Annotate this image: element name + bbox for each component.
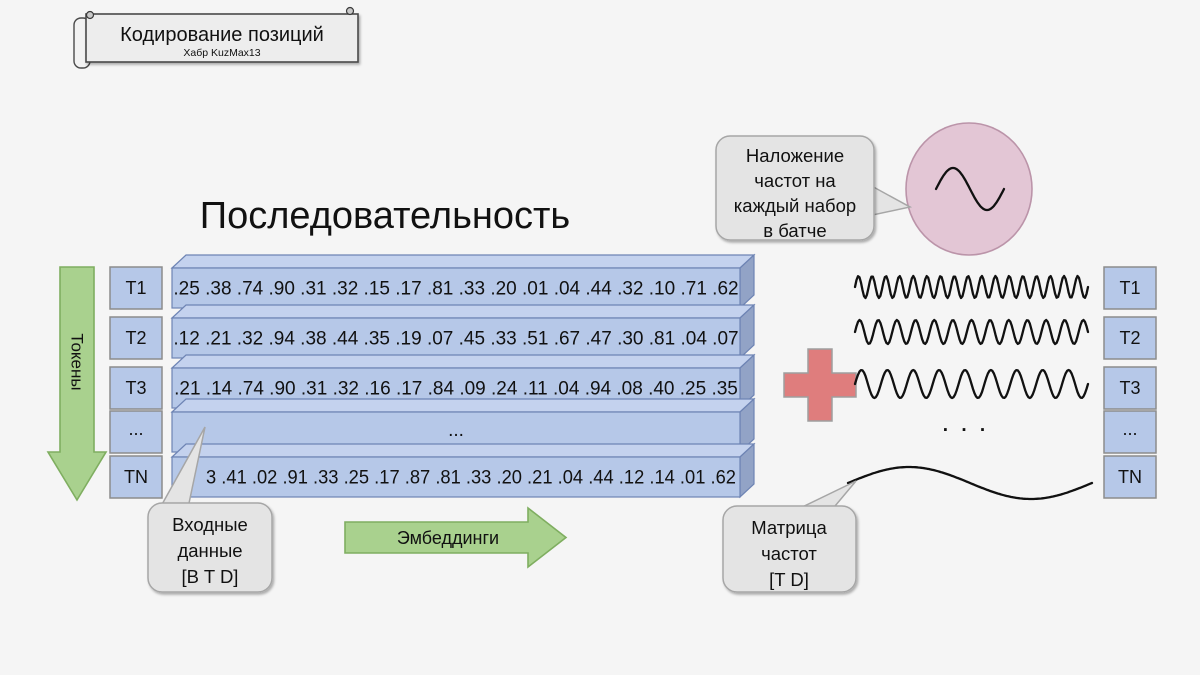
token-labels-right: T1 T2 T3 ... TN [1103,266,1157,499]
overlay-callout-line: в батче [763,220,826,241]
banner-plate [85,13,359,63]
banner-subtitle: Хабр KuzMax13 [183,47,260,59]
token-box-t2 [1103,316,1157,360]
input-callout-line: [B T D] [182,566,239,587]
section-heading: Последовательность [200,195,570,237]
banner-pin-left-icon [85,10,95,20]
row-front-face [171,317,741,359]
token-labels-left: T1 T2 T3 ... TN [109,266,163,499]
token-box-label: ... [128,419,143,439]
input-callout: Входные данные [B T D] [147,502,273,593]
wave-t1 [853,274,1090,300]
token-box-label: T3 [125,378,146,398]
row-values-t3: .21 .14 .74 .90 .31 .32 .16 .17 .84 .09 … [174,379,738,400]
row-values-tn: 3 .41 .02 .91 .33 .25 .17 .87 .81 .33 .2… [206,468,736,489]
matrix-row-t2: .12 .21 .32 .94 .38 .44 .35 .19 .07 .45 … [170,303,756,360]
row-top-face [170,254,756,269]
waves-ellipsis: . . . [943,415,989,436]
row-values-t1: .25 .38 .74 .90 .31 .32 .15 .17 .81 .33 … [173,279,738,300]
freq-callout-line: Матрица [751,517,827,538]
row-top-face [170,398,756,413]
freq-callout-line: [T D] [769,569,809,590]
token-box-t1 [109,266,163,310]
token-box-label: T1 [1119,278,1140,298]
token-box-label: T1 [125,278,146,298]
token-box-t3 [1103,366,1157,410]
token-box-t3 [109,366,163,410]
row-values-ellipsis: ... [448,420,464,441]
matrix-row-tn: 3 .41 .02 .91 .33 .25 .17 .87 .81 .33 .2… [170,442,756,499]
token-box-label: T2 [125,328,146,348]
token-box-label: ... [1122,419,1137,439]
row-values-t2: .12 .21 .32 .94 .38 .44 .35 .19 .07 .45 … [173,329,738,350]
banner-pin-right-icon [345,6,355,16]
token-box-label: T3 [1119,378,1140,398]
frequency-circle [905,122,1033,256]
wave-t3 [853,368,1090,400]
row-top-face [170,443,756,458]
input-callout-line: Входные [172,514,248,535]
embedding-matrix: .25 .38 .74 .90 .31 .32 .15 .17 .81 .33 … [170,253,756,499]
banner-title: Кодирование позиций [120,24,324,46]
right-arrow-icon [344,506,568,569]
row-front-face [171,456,741,498]
matrix-row-t1: .25 .38 .74 .90 .31 .32 .15 .17 .81 .33 … [170,253,756,310]
overlay-callout-line: каждый набор [734,195,856,216]
bubble-shape [715,135,875,241]
plus-icon [783,348,857,422]
overlay-callout-line: частот на [754,170,836,191]
wave-t2 [853,318,1090,346]
bubble-shape [147,502,273,593]
freq-callout-line: частот [761,543,817,564]
wave-tn [846,465,1094,501]
token-box-t2 [109,316,163,360]
row-front-face [171,267,741,309]
input-callout-line: данные [177,540,242,561]
row-top-face [170,354,756,369]
frequency-waves: . . . [846,274,1094,501]
token-box-t1 [1103,266,1157,310]
title-banner: Кодирование позиций Хабр KuzMax13 [73,6,359,69]
row-top-face [170,304,756,319]
bubble-shape [722,505,857,593]
token-box-label: TN [1118,467,1142,487]
token-box-ellipsis [1103,410,1157,454]
tokens-axis-arrow: Токены [46,266,108,502]
token-box-ellipsis [109,410,163,454]
token-box-label: T2 [1119,328,1140,348]
sine-wave-icon [934,166,1006,212]
down-arrow-icon [46,266,108,502]
token-box-tn [109,455,163,499]
overlay-callout: Наложение частот на каждый набор в батче [715,135,875,241]
token-box-label: TN [124,467,148,487]
embeddings-arrow: Эмбеддинги [344,506,568,569]
tokens-axis-label: Токены [68,333,87,390]
freq-callout: Матрица частот [T D] [722,505,857,593]
token-box-tn [1103,455,1157,499]
overlay-callout-line: Наложение [746,145,844,166]
embeddings-label: Эмбеддинги [397,528,499,548]
